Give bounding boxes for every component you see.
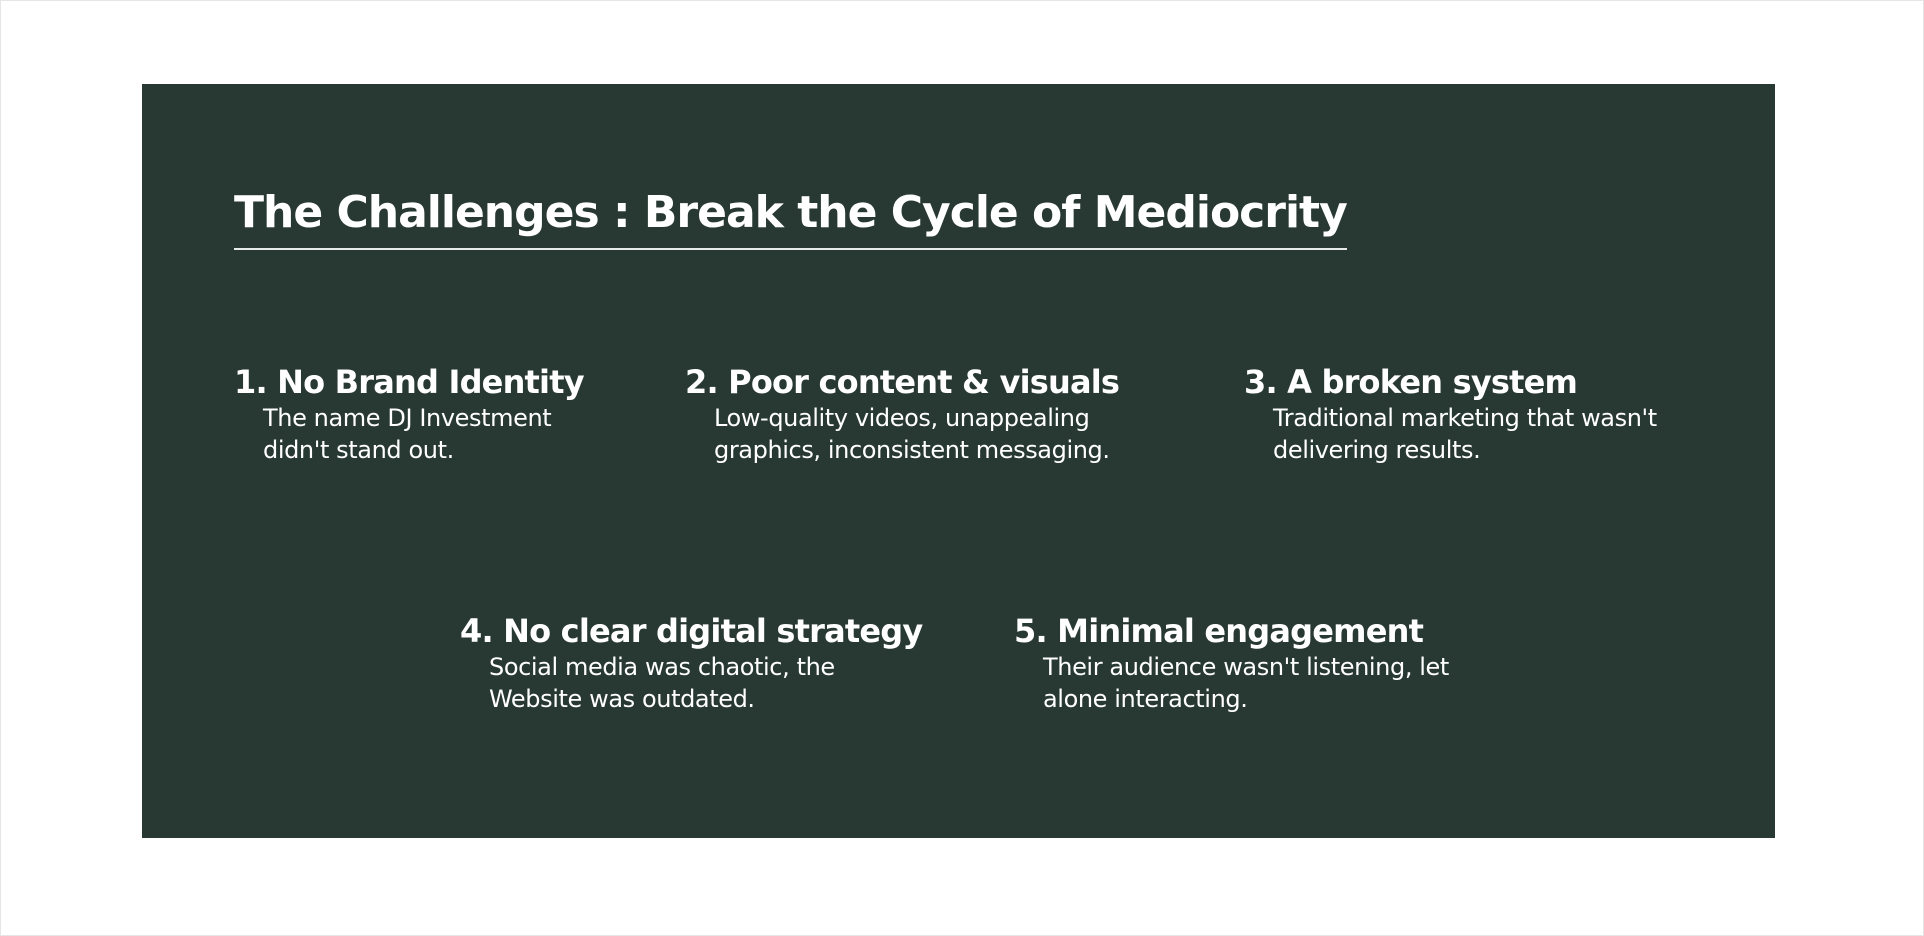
challenge-item-content-visuals: 2. Poor content & visuals Low-quality vi… — [685, 362, 1184, 466]
challenge-title: 3. A broken system — [1244, 363, 1578, 401]
challenge-item-brand-identity: 1. No Brand Identity The name DJ Investm… — [234, 362, 593, 466]
challenge-description: The name DJ Investment didn't stand out. — [263, 404, 552, 464]
challenge-description: Social media was chaotic, the Website wa… — [489, 653, 835, 713]
challenge-item-digital-strategy: 4. No clear digital strategy Social medi… — [460, 611, 923, 715]
challenges-panel: The Challenges : Break the Cycle of Medi… — [142, 84, 1775, 838]
challenge-title: 4. No clear digital strategy — [460, 612, 923, 650]
challenge-title: 2. Poor content & visuals — [685, 363, 1120, 401]
challenge-description: Their audience wasn't listening, let alo… — [1043, 653, 1449, 713]
challenge-item-broken-system: 3. A broken system Traditional marketing… — [1244, 362, 1703, 466]
challenge-item-engagement: 5. Minimal engagement Their audience was… — [1014, 611, 1493, 715]
challenge-title: 5. Minimal engagement — [1014, 612, 1424, 650]
challenge-title: 1. No Brand Identity — [234, 363, 585, 401]
challenge-description: Low-quality videos, unappealing graphics… — [714, 404, 1110, 464]
challenge-description: Traditional marketing that wasn't delive… — [1273, 404, 1657, 464]
section-title: The Challenges : Break the Cycle of Medi… — [234, 186, 1348, 250]
